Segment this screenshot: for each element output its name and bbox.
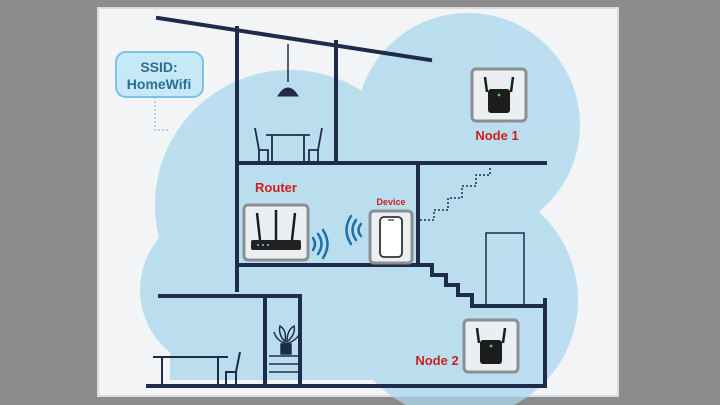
node2-label: Node 2 — [415, 353, 458, 368]
potted-plant-icon — [269, 324, 301, 373]
mesh-node-icon — [462, 318, 520, 374]
dining-table-lower — [153, 351, 241, 385]
mesh-node-icon — [470, 67, 528, 123]
board-edge — [97, 7, 619, 397]
ssid-name: HomeWifi — [127, 76, 191, 92]
staircase — [418, 263, 545, 308]
smartphone-icon — [368, 209, 414, 265]
wifi-signal-icon — [345, 214, 363, 246]
dining-table-upper — [254, 127, 323, 162]
ssid-label: SSID: — [140, 59, 177, 75]
upper-stairs-dashed — [420, 168, 491, 221]
device-label: Device — [376, 197, 405, 207]
node1-label: Node 1 — [475, 128, 518, 143]
router-label: Router — [255, 180, 297, 195]
wifi-signal-icon — [311, 228, 329, 260]
house-walls — [146, 15, 547, 388]
ssid-bubble: SSID: HomeWifi — [115, 51, 204, 131]
router-icon — [242, 203, 310, 262]
door — [485, 232, 525, 306]
pendant-lamp-icon — [277, 44, 299, 97]
